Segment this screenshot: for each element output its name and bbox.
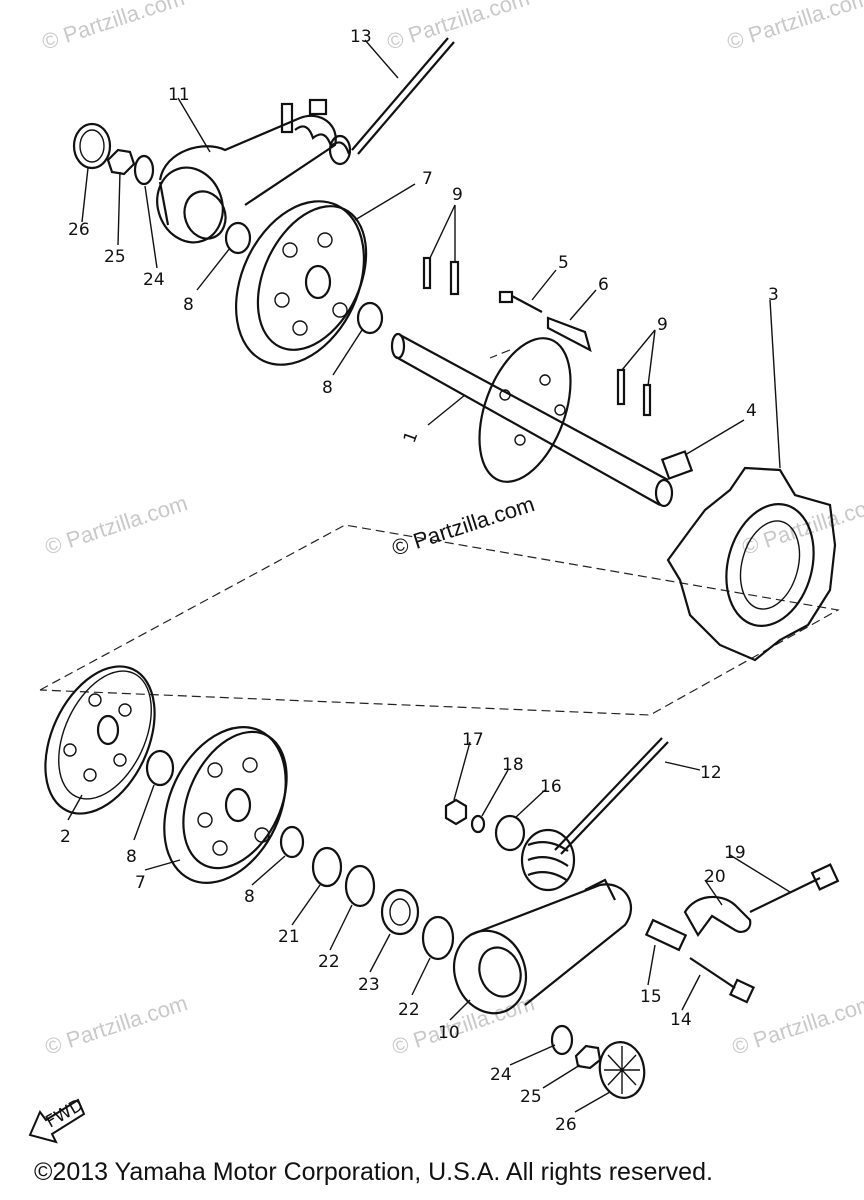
callout-9: 9 bbox=[657, 315, 668, 335]
callout-25: 25 bbox=[520, 1087, 542, 1107]
callout-5: 5 bbox=[558, 253, 569, 273]
part-19-bolt bbox=[749, 863, 840, 913]
callout-10: 10 bbox=[438, 1023, 460, 1043]
watermark: © Partzilla.com bbox=[724, 0, 864, 55]
callout-3: 3 bbox=[768, 285, 779, 305]
part-11-arm bbox=[156, 98, 352, 244]
part-13-rod bbox=[351, 37, 455, 155]
watermark: © Partzilla.com bbox=[39, 0, 188, 55]
part-26-cap bbox=[72, 122, 112, 170]
part-16-washer bbox=[494, 814, 526, 852]
part-6-bracket bbox=[546, 316, 592, 353]
callout-8: 8 bbox=[183, 295, 194, 315]
callout-24: 24 bbox=[490, 1065, 512, 1085]
callout-13: 13 bbox=[350, 27, 372, 47]
part-16-spring bbox=[520, 828, 576, 892]
callout-16: 16 bbox=[540, 777, 562, 797]
leader-lines bbox=[67, 39, 791, 1113]
part-22-circlip bbox=[421, 915, 455, 961]
callout-8: 8 bbox=[244, 887, 255, 907]
part-7-wheel bbox=[234, 200, 368, 366]
part-8-washer bbox=[224, 221, 252, 255]
fwd-arrow-icon: FWD bbox=[28, 1095, 87, 1144]
part-20-bracket bbox=[683, 895, 752, 938]
watermark: © Partzilla.com bbox=[42, 990, 191, 1060]
part-26-cap bbox=[598, 1041, 646, 1099]
callout-26: 26 bbox=[555, 1115, 577, 1135]
part-10-arm bbox=[453, 878, 632, 1015]
watermark-center: © Partzilla.com bbox=[389, 491, 538, 561]
callout-19: 19 bbox=[724, 843, 746, 863]
callout-25: 25 bbox=[104, 247, 126, 267]
callout-24: 24 bbox=[143, 270, 165, 290]
part-14-bolt bbox=[689, 957, 755, 1004]
callout-22: 22 bbox=[318, 952, 340, 972]
watermark: © Partzilla.com bbox=[42, 490, 191, 560]
callout-9: 9 bbox=[452, 185, 463, 205]
callout-6: 6 bbox=[598, 275, 609, 295]
copyright-notice: ©2013 Yamaha Motor Corporation, U.S.A. A… bbox=[34, 1158, 713, 1186]
part-sprocket-disc bbox=[478, 337, 572, 483]
callout-17: 17 bbox=[462, 730, 484, 750]
assembly-outline bbox=[39, 524, 840, 716]
part-23-bearing-inner bbox=[389, 898, 411, 926]
callout-14: 14 bbox=[670, 1010, 692, 1030]
callout-4: 4 bbox=[746, 401, 757, 421]
part-26-cap-inner bbox=[79, 129, 105, 163]
part-22-circlip bbox=[344, 864, 376, 908]
watermark: © Partzilla.com bbox=[384, 0, 533, 55]
part-8-washer bbox=[356, 301, 384, 335]
callout-labels: 13 11 7 9 5 6 9 4 3 1 26 25 24 8 8 2 8 7… bbox=[60, 27, 779, 1135]
part-24-washer bbox=[133, 154, 155, 186]
part-23-bearing bbox=[380, 888, 420, 936]
part-5-bolt bbox=[498, 290, 543, 313]
part-25-nut bbox=[106, 148, 136, 176]
callout-12: 12 bbox=[700, 763, 722, 783]
callout-21: 21 bbox=[278, 927, 300, 947]
callout-7: 7 bbox=[135, 873, 146, 893]
part-3-sprocket bbox=[666, 466, 837, 662]
part-24-washer bbox=[550, 1024, 574, 1056]
callout-7: 7 bbox=[422, 169, 433, 189]
callout-22: 22 bbox=[398, 1000, 420, 1020]
watermark: © Partzilla.com bbox=[739, 490, 864, 560]
watermark: © Partzilla.com bbox=[729, 990, 864, 1060]
callout-8: 8 bbox=[322, 378, 333, 398]
part-21-bearing bbox=[311, 846, 343, 888]
callout-23: 23 bbox=[358, 975, 380, 995]
part-8-washer bbox=[279, 825, 305, 859]
part-4-collar bbox=[660, 450, 694, 480]
callout-20: 20 bbox=[704, 867, 726, 887]
part-12-rod bbox=[554, 737, 669, 855]
callout-2: 2 bbox=[60, 827, 71, 847]
callout-11: 11 bbox=[168, 85, 190, 105]
part-2-disc bbox=[44, 665, 156, 815]
part-1-shaft bbox=[390, 332, 674, 508]
part-15-collar bbox=[644, 918, 688, 952]
part-7-wheel bbox=[163, 726, 288, 884]
callout-8: 8 bbox=[126, 847, 137, 867]
callout-26: 26 bbox=[68, 220, 90, 240]
part-17-nut bbox=[444, 798, 468, 826]
part-8-washer bbox=[145, 749, 175, 787]
part-18-washer bbox=[470, 814, 486, 834]
leader-dash bbox=[489, 349, 511, 359]
callout-18: 18 bbox=[502, 755, 524, 775]
callout-15: 15 bbox=[640, 987, 662, 1007]
callout-1: 1 bbox=[400, 429, 422, 446]
